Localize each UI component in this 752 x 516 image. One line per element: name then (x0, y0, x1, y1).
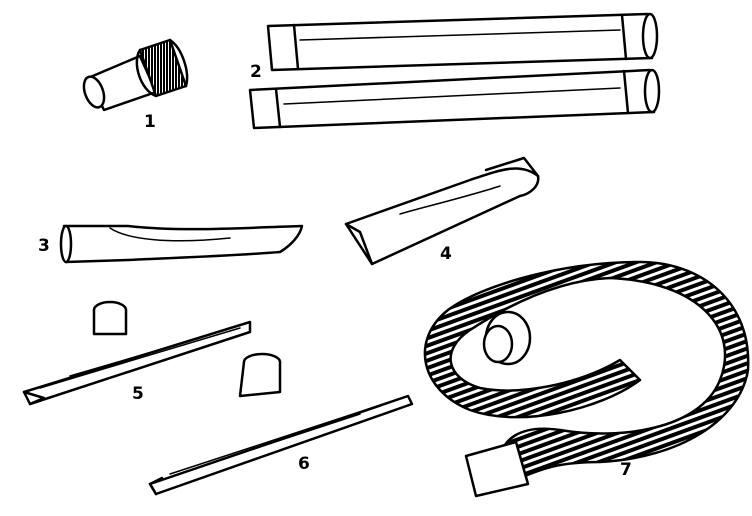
flexible-hose-icon (423, 260, 750, 498)
crevice-tool-icon (59, 224, 304, 264)
part-number-4: 4 (440, 244, 452, 264)
part-number-5: 5 (132, 384, 144, 404)
floor-nozzle-icon (148, 352, 414, 496)
part-number-2: 2 (250, 62, 262, 82)
floor-squeegee-nozzle-icon (22, 300, 252, 406)
part-number-3: 3 (38, 236, 50, 256)
extension-wand-pair-icon (248, 12, 661, 130)
dusting-brush-icon (82, 38, 189, 112)
part-number-1: 1 (144, 112, 156, 132)
part-number-6: 6 (298, 454, 310, 474)
part-number-7: 7 (620, 460, 632, 480)
wide-nozzle-icon (344, 156, 540, 266)
